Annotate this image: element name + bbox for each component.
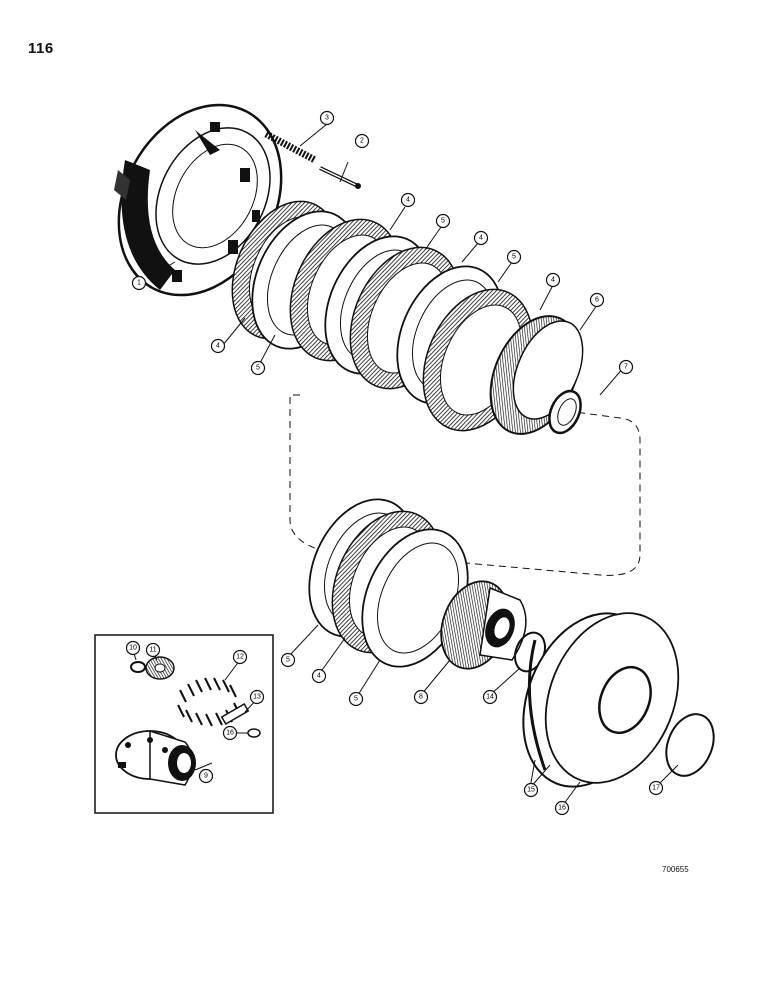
inset-washer xyxy=(130,661,146,673)
callout-10: 10 xyxy=(125,640,141,656)
svg-text:4: 4 xyxy=(216,343,220,350)
spring xyxy=(264,130,317,164)
clutch-housing xyxy=(114,103,283,297)
svg-text:4: 4 xyxy=(406,197,410,204)
callout-12: 12 xyxy=(232,649,248,665)
inset-detail-box xyxy=(94,634,274,814)
callout-5e: 5 xyxy=(348,691,364,707)
callout-5d: 5 xyxy=(280,652,296,668)
callout-16b: 16 xyxy=(222,725,238,741)
planet-shaft xyxy=(220,703,250,725)
pin xyxy=(319,166,361,189)
callout-17: 17 xyxy=(648,780,664,796)
callout-11: 11 xyxy=(145,642,161,658)
svg-text:17: 17 xyxy=(652,785,660,792)
svg-text:5: 5 xyxy=(512,254,516,261)
callout-4b: 4 xyxy=(473,230,489,246)
page-number: 116 xyxy=(28,40,54,57)
callout-9: 9 xyxy=(198,768,214,784)
svg-text:8: 8 xyxy=(419,694,423,701)
svg-text:5: 5 xyxy=(256,365,260,372)
callout-4e: 4 xyxy=(311,668,327,684)
thrust-washer xyxy=(548,389,582,435)
svg-text:15: 15 xyxy=(527,787,535,794)
callout-3: 3 xyxy=(319,110,335,126)
callout-5a: 5 xyxy=(435,213,451,229)
callout-13: 13 xyxy=(249,689,265,705)
callout-7: 7 xyxy=(618,359,634,375)
drawing-code: 700655 xyxy=(662,865,689,874)
svg-text:16: 16 xyxy=(226,730,234,737)
callout-6: 6 xyxy=(589,292,605,308)
carrier-body xyxy=(115,729,196,786)
svg-text:10: 10 xyxy=(129,645,137,652)
callout-1: 1 xyxy=(131,275,147,291)
callout-16a: 16 xyxy=(554,800,570,816)
callout-8: 8 xyxy=(413,689,429,705)
svg-text:9: 9 xyxy=(204,773,208,780)
svg-text:5: 5 xyxy=(441,218,445,225)
svg-text:6: 6 xyxy=(595,297,599,304)
svg-text:1: 1 xyxy=(137,280,141,287)
callout-5b: 5 xyxy=(506,249,522,265)
callout-4c: 4 xyxy=(545,272,561,288)
svg-text:14: 14 xyxy=(486,694,494,701)
svg-text:4: 4 xyxy=(551,277,555,284)
svg-text:11: 11 xyxy=(149,647,156,654)
svg-text:7: 7 xyxy=(624,364,628,371)
svg-text:16: 16 xyxy=(558,805,566,812)
svg-text:3: 3 xyxy=(325,115,329,122)
svg-text:4: 4 xyxy=(479,235,483,242)
svg-text:5: 5 xyxy=(354,696,358,703)
dashed-alignment-outline xyxy=(289,394,641,576)
planet-gear xyxy=(145,656,175,680)
svg-text:12: 12 xyxy=(236,654,244,661)
svg-text:4: 4 xyxy=(317,673,321,680)
needle-bearings xyxy=(177,677,241,727)
callout-5c: 5 xyxy=(250,360,266,376)
svg-text:13: 13 xyxy=(253,694,261,701)
callout-2: 2 xyxy=(354,133,370,149)
callout-4a: 4 xyxy=(400,192,416,208)
callout-15: 15 xyxy=(523,782,539,798)
svg-text:2: 2 xyxy=(360,138,364,145)
svg-text:5: 5 xyxy=(286,657,290,664)
callout-14: 14 xyxy=(482,689,498,705)
callout-4d: 4 xyxy=(210,338,226,354)
piston-cover xyxy=(522,612,680,788)
seal-ring xyxy=(665,713,715,777)
planetary-carrier xyxy=(440,580,527,670)
